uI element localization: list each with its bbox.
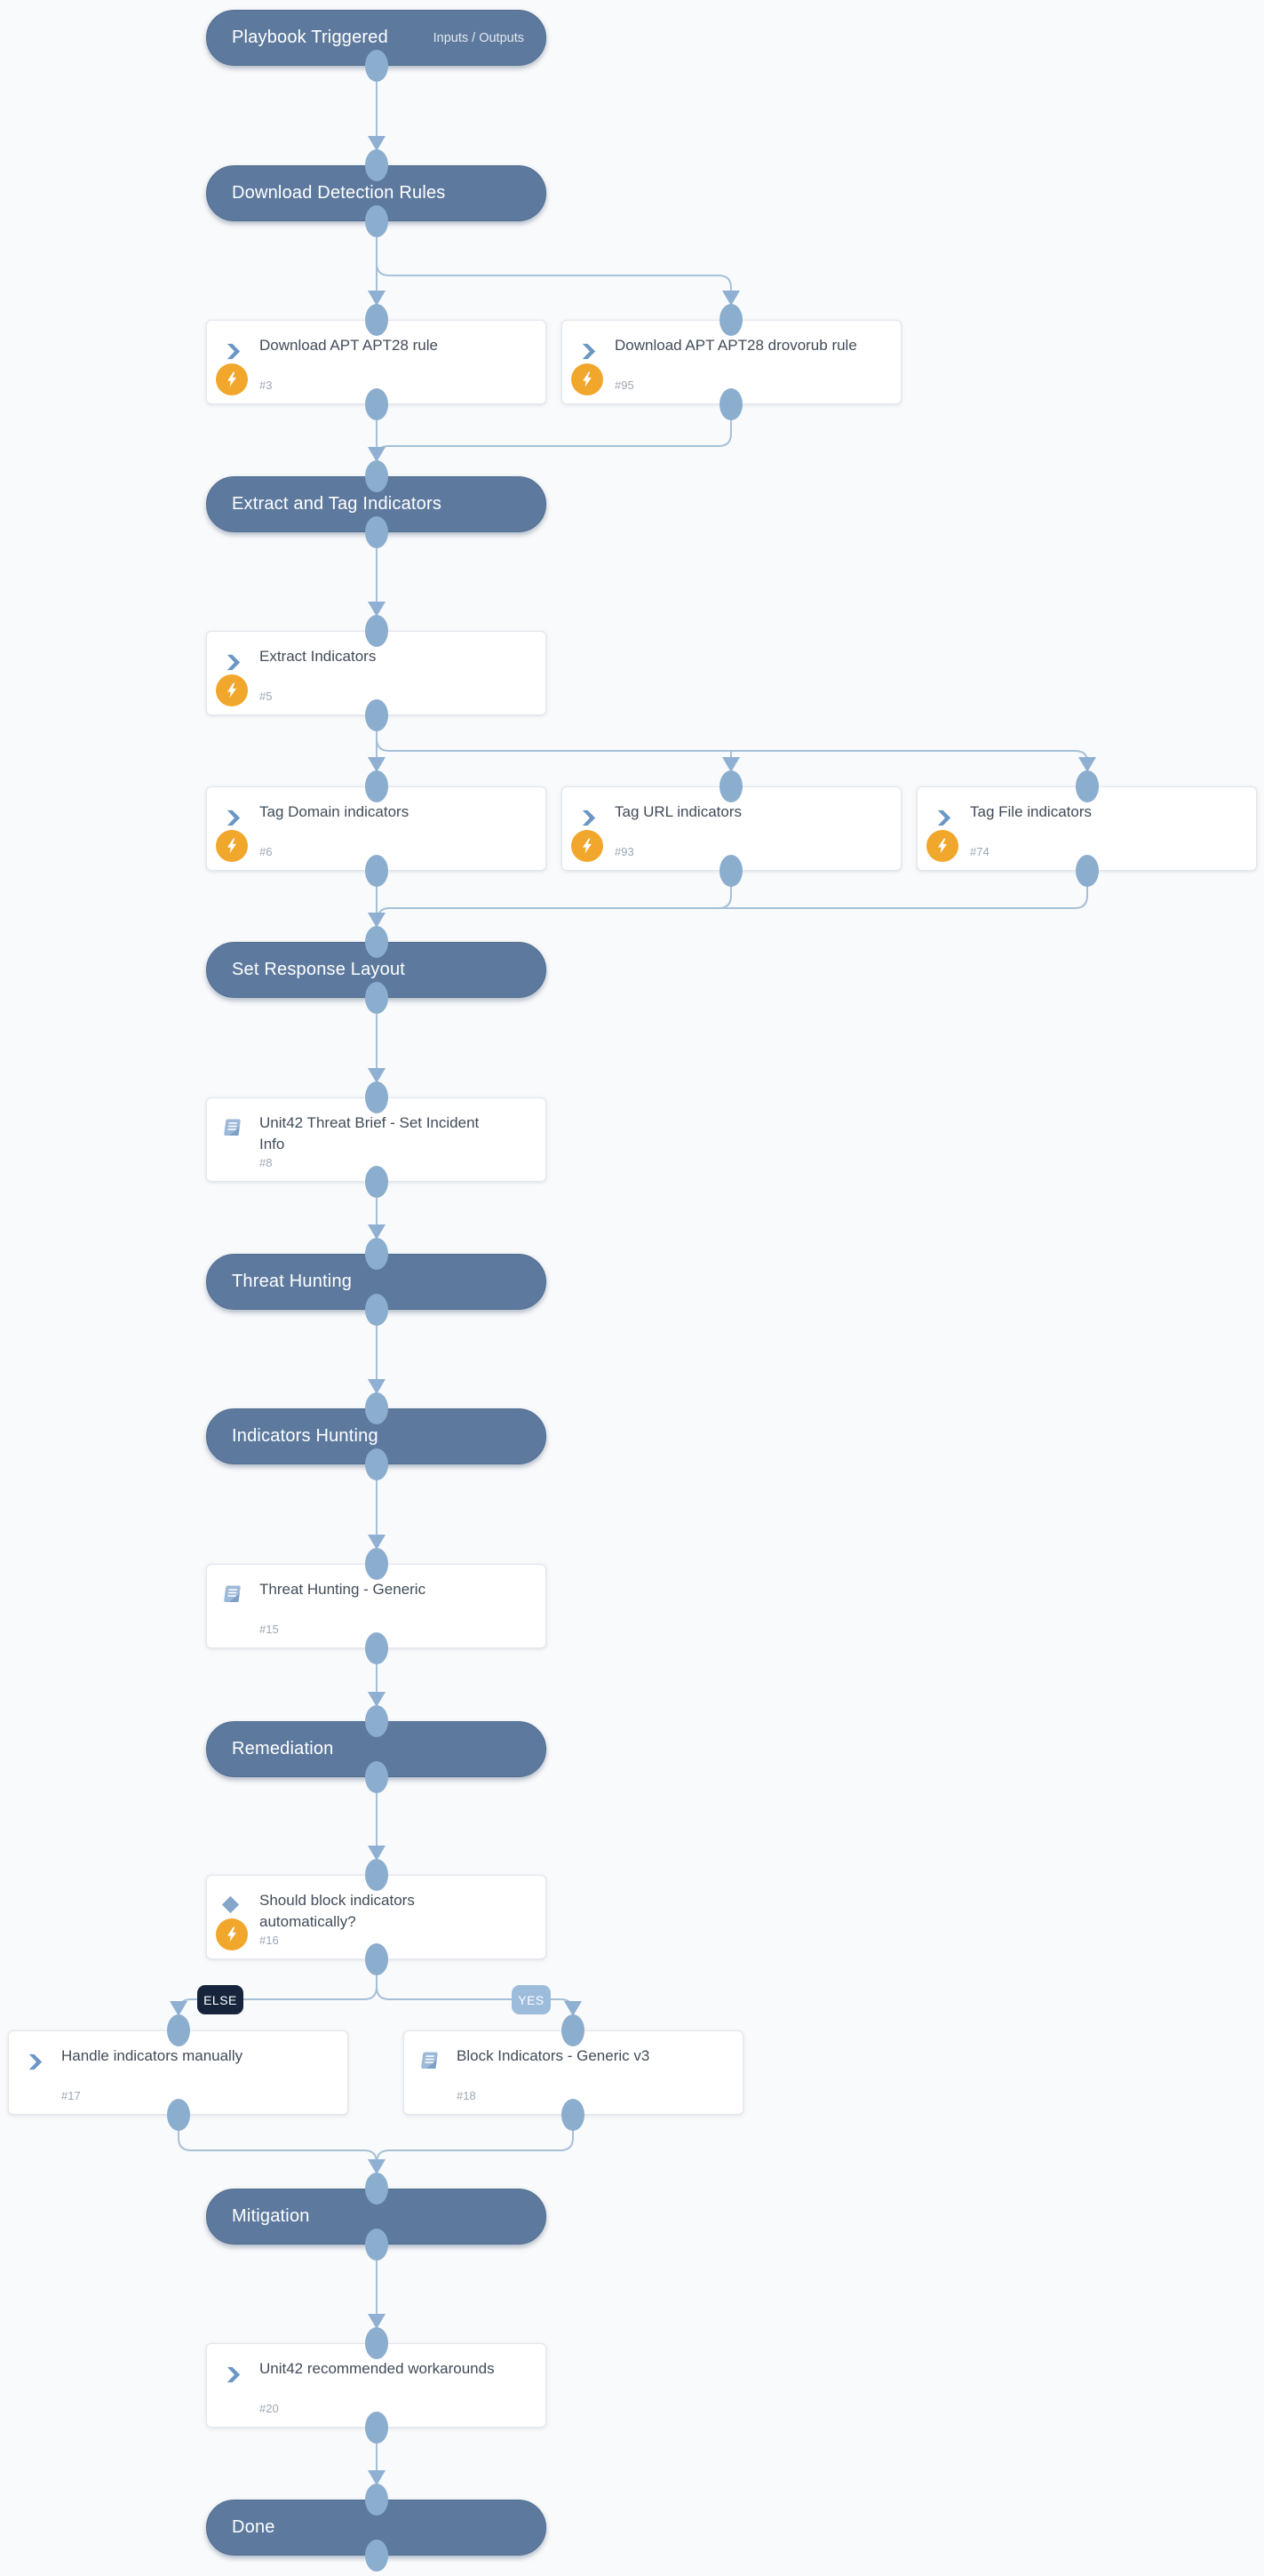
branch-label-else: ELSE (197, 1985, 243, 2014)
node-download-detection-rules[interactable]: Download Detection Rules (206, 165, 546, 221)
task-title: Tag URL indicators (615, 803, 742, 820)
task-title: Tag File indicators (970, 803, 1093, 820)
task-title: Tag Domain indicators (259, 803, 409, 820)
node-threat-hunting[interactable]: Threat Hunting (206, 1254, 546, 1310)
lightning-icon (216, 830, 248, 862)
node-tag-domain-indicators[interactable]: Tag Domain indicators #6 (206, 786, 546, 871)
section-title: Set Response Layout (232, 960, 406, 979)
task-id: #16 (259, 1934, 279, 1947)
task-title: Extract Indicators (259, 648, 377, 665)
book-icon (220, 1583, 244, 1607)
node-playbook-triggered[interactable]: Playbook Triggered Inputs / Outputs (206, 10, 546, 66)
task-id: #17 (61, 2089, 81, 2102)
task-id: #3 (259, 379, 273, 392)
node-extract-and-tag-indicators[interactable]: Extract and Tag Indicators (206, 476, 546, 532)
section-title: Mitigation (232, 2206, 310, 2226)
node-unit42-recommended-workarounds[interactable]: Unit42 recommended workarounds #20 (206, 2343, 546, 2428)
lightning-icon (216, 363, 248, 395)
task-title: Unit42 recommended workarounds (259, 2360, 495, 2377)
chevron-icon (25, 2052, 45, 2072)
node-should-block-indicators[interactable]: Should block indicators automatically? #… (206, 1875, 546, 1959)
chevron-icon (578, 808, 599, 828)
node-done[interactable]: Done (206, 2500, 546, 2556)
section-title: Indicators Hunting (232, 1426, 378, 1446)
section-title: Done (232, 2517, 275, 2537)
section-title: Remediation (232, 1739, 334, 1759)
task-id: #18 (457, 2089, 476, 2102)
chevron-icon (223, 2365, 243, 2385)
task-title: Handle indicators manually (61, 2047, 243, 2064)
node-block-indicators-generic-v3[interactable]: Block Indicators - Generic v3 #18 (403, 2030, 743, 2115)
task-title: Download APT APT28 drovorub rule (615, 337, 857, 354)
section-title: Threat Hunting (232, 1272, 353, 1291)
node-download-apt28-drovorub-rule[interactable]: Download APT APT28 drovorub rule #95 (561, 320, 902, 404)
book-icon (417, 2049, 441, 2073)
task-title: Block Indicators - Generic v3 (457, 2047, 650, 2064)
chevron-icon (578, 341, 599, 362)
task-id: #8 (259, 1156, 273, 1169)
section-title: Extract and Tag Indicators (232, 494, 442, 514)
task-title: Download APT APT28 rule (259, 337, 438, 354)
node-indicators-hunting[interactable]: Indicators Hunting (206, 1408, 546, 1464)
node-set-response-layout[interactable]: Set Response Layout (206, 942, 546, 998)
task-id: #95 (615, 379, 634, 392)
node-unit42-threat-brief-set-incident-info[interactable]: Unit42 Threat Brief - Set Incident Info … (206, 1097, 546, 1182)
node-tag-url-indicators[interactable]: Tag URL indicators #93 (561, 786, 902, 871)
lightning-icon (216, 674, 248, 706)
node-mitigation[interactable]: Mitigation (206, 2189, 546, 2245)
task-id: #93 (615, 845, 634, 858)
task-id: #74 (970, 845, 990, 858)
node-handle-indicators-manually[interactable]: Handle indicators manually #17 (8, 2030, 348, 2115)
chevron-icon (223, 808, 243, 828)
task-id: #5 (259, 690, 273, 703)
task-id: #20 (259, 2402, 279, 2415)
section-title: Download Detection Rules (232, 183, 446, 203)
diamond-icon (220, 1894, 241, 1915)
task-title: Should block indicators automatically? (259, 1892, 415, 1930)
lightning-icon (571, 830, 603, 862)
book-icon (220, 1116, 244, 1140)
lightning-icon (571, 363, 603, 395)
task-title: Unit42 Threat Brief - Set Incident Info (259, 1114, 480, 1152)
lightning-icon (926, 830, 958, 862)
section-title: Playbook Triggered (232, 28, 388, 47)
task-id: #15 (259, 1623, 279, 1636)
node-threat-hunting-generic[interactable]: Threat Hunting - Generic #15 (206, 1564, 546, 1648)
lightning-icon (216, 1918, 248, 1950)
node-remediation[interactable]: Remediation (206, 1721, 546, 1777)
chevron-icon (223, 341, 243, 362)
branch-label-yes: YES (512, 1985, 551, 2014)
inputs-outputs-link[interactable]: Inputs / Outputs (433, 30, 524, 45)
task-id: #6 (259, 845, 273, 858)
node-tag-file-indicators[interactable]: Tag File indicators #74 (917, 786, 1257, 871)
task-title: Threat Hunting - Generic (259, 1581, 426, 1598)
chevron-icon (934, 808, 954, 828)
node-download-apt28-rule[interactable]: Download APT APT28 rule #3 (206, 320, 546, 404)
chevron-icon (223, 652, 243, 673)
node-extract-indicators[interactable]: Extract Indicators #5 (206, 631, 546, 715)
